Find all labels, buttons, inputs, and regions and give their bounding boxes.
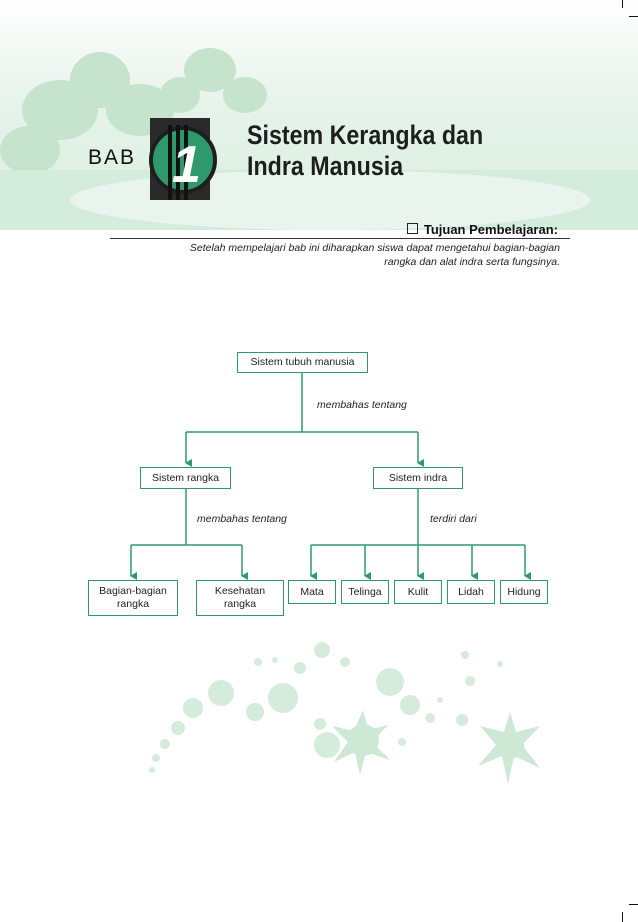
node-mata: Mata xyxy=(288,580,336,604)
splash-decoration xyxy=(332,710,540,784)
chapter-title: Sistem Kerangka dan Indra Manusia xyxy=(247,120,531,182)
edge-label-root: membahas tentang xyxy=(317,399,407,411)
node-sistem-indra: Sistem indra xyxy=(373,467,463,489)
learning-goals-line1: Setelah mempelajari bab ini diharapkan s… xyxy=(189,242,560,254)
learning-goals-text: Setelah mempelajari bab ini diharapkan s… xyxy=(140,241,560,269)
chapter-number-badge: 1 xyxy=(149,118,217,200)
chapter-title-line1: Sistem Kerangka dan xyxy=(247,120,484,150)
learning-goals-heading-text: Tujuan Pembelajaran: xyxy=(423,222,558,237)
chapter-label: BAB xyxy=(88,146,137,169)
chapter-number: 1 xyxy=(172,136,201,194)
learning-goals-line2: rangka dan alat indra serta fungsinya. xyxy=(384,256,560,268)
node-telinga: Telinga xyxy=(341,580,389,604)
dots-decoration xyxy=(149,642,503,773)
node-hidung: Hidung xyxy=(500,580,548,604)
crop-mark xyxy=(629,904,638,905)
crop-mark xyxy=(629,16,638,17)
crop-mark xyxy=(622,912,623,922)
node-kesehatan-rangka: Kesehatan rangka xyxy=(196,580,284,616)
node-sistem-rangka: Sistem rangka xyxy=(140,467,231,489)
node-lidah: Lidah xyxy=(447,580,495,604)
edge-label-rangka: membahas tentang xyxy=(197,513,287,525)
learning-goals-heading: Tujuan Pembelajaran: xyxy=(406,222,558,237)
goals-divider xyxy=(110,238,570,239)
checkbox-icon xyxy=(406,223,418,234)
edge-label-indra: terdiri dari xyxy=(430,513,477,525)
chapter-title-line2: Indra Manusia xyxy=(247,151,404,181)
node-bagian-bagian-rangka: Bagian-bagian rangka xyxy=(88,580,178,616)
node-root: Sistem tubuh manusia xyxy=(237,352,368,373)
crop-mark xyxy=(622,0,623,8)
node-kulit: Kulit xyxy=(394,580,442,604)
